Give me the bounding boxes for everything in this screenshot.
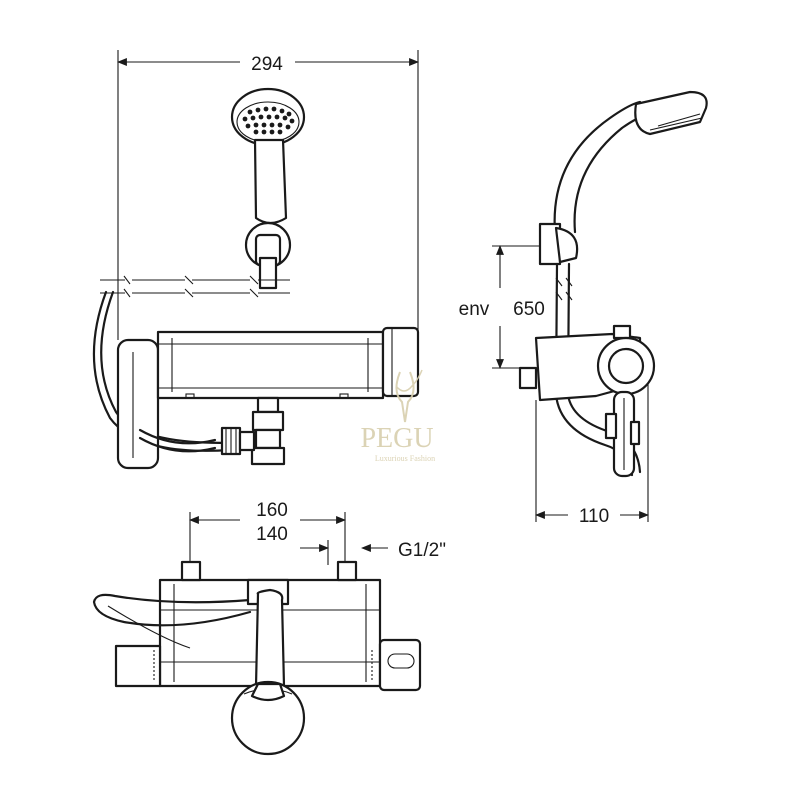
- dim-hose-length: 650: [513, 299, 545, 320]
- watermark-brand: PEGU: [360, 423, 433, 454]
- mixer-side: [518, 324, 656, 478]
- inlet-right: [336, 560, 358, 582]
- inlet-fitting: [220, 396, 286, 466]
- inlet-left: [180, 560, 202, 582]
- wall-plate-top: [114, 644, 162, 688]
- front-view: 294: [92, 50, 420, 470]
- top-view: 160 140 G1/2": [92, 500, 446, 756]
- dim-thread: G1/2": [398, 540, 446, 561]
- spray-nozzles: [242, 106, 295, 135]
- dimension-110: 110: [535, 384, 649, 527]
- dim-hose-label: env: [459, 299, 490, 320]
- wall-plate: [116, 338, 160, 470]
- dimension-294: 294: [117, 50, 419, 340]
- hose-front: [100, 290, 252, 444]
- shower-head-side: [634, 90, 708, 136]
- watermark: PEGU Luxurious Fashion: [360, 369, 435, 463]
- dim-overall-width: 294: [251, 54, 283, 75]
- side-view: env 650 110: [459, 90, 708, 527]
- thermostat-knob-top: [378, 638, 422, 692]
- dim-centers-min: 140: [256, 524, 288, 545]
- hose-top: [92, 593, 252, 627]
- dim-depth: 110: [579, 506, 609, 527]
- watermark-tagline: Luxurious Fashion: [375, 454, 435, 463]
- dimension-160-140: 160 140 G1/2": [189, 500, 446, 565]
- dimension-650: env 650: [459, 245, 545, 369]
- dim-centers-max: 160: [256, 500, 288, 521]
- spout: [230, 578, 306, 756]
- shower-handle-side: [553, 100, 642, 234]
- mixer-body: [156, 330, 385, 400]
- shower-head: [230, 87, 306, 290]
